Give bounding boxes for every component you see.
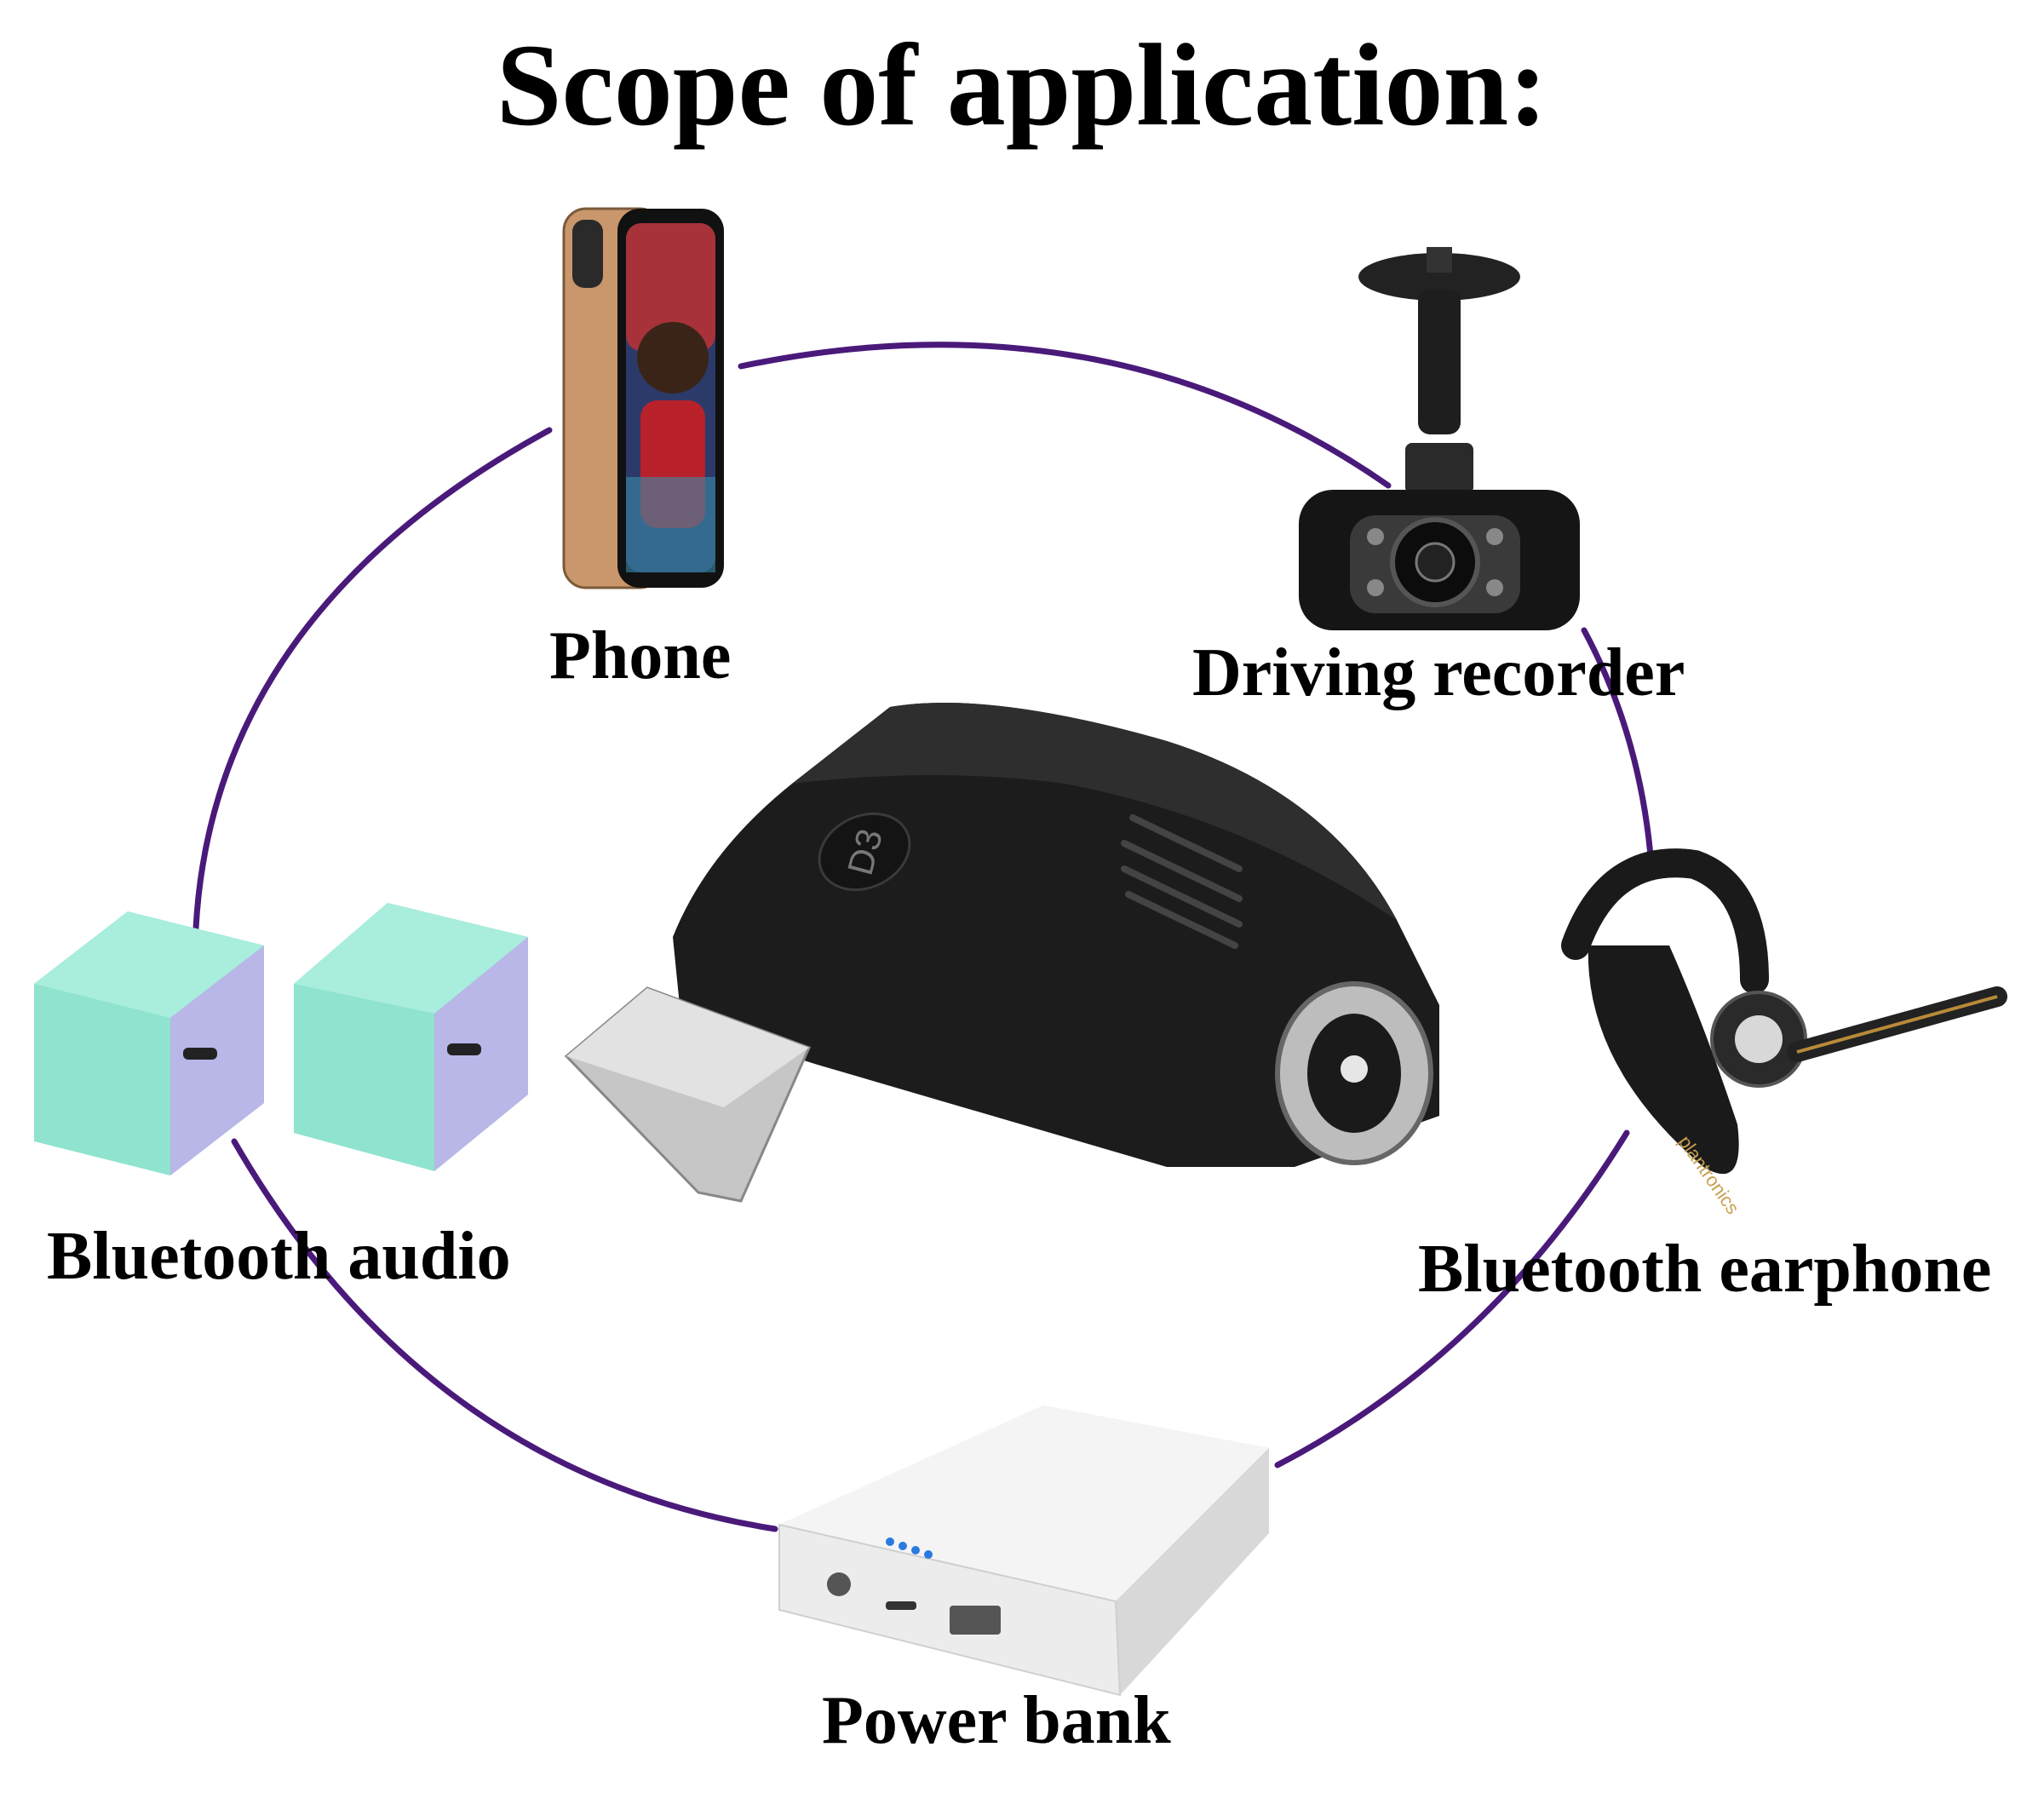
driving-recorder-image	[1299, 247, 1580, 630]
connection-ring	[192, 342, 1656, 1532]
phone-label: Phone	[549, 618, 732, 693]
bluetooth-audio-image	[34, 903, 528, 1175]
ring-arc-lower-right	[1274, 1129, 1630, 1468]
power-bank-image	[778, 1405, 1269, 1697]
power-bank-label: Power bank	[822, 1683, 1171, 1758]
page-title: Scope of application:	[496, 20, 1548, 150]
phone-image	[562, 207, 724, 589]
ring-arc-right	[1581, 627, 1656, 881]
ring-arc-bottom	[231, 1138, 778, 1532]
bluetooth-earphone-label: Bluetooth earphone	[1418, 1232, 1992, 1307]
driving-recorder-label: Driving recorder	[1192, 635, 1685, 710]
micro-usb-dc-adapter-image: D3	[564, 703, 1439, 1203]
bluetooth-audio-label: Bluetooth audio	[47, 1219, 511, 1294]
bluetooth-earphone-image: plantronics	[1561, 848, 2007, 1218]
ring-arc-top	[738, 342, 1392, 489]
ring-arc-left	[192, 427, 553, 932]
